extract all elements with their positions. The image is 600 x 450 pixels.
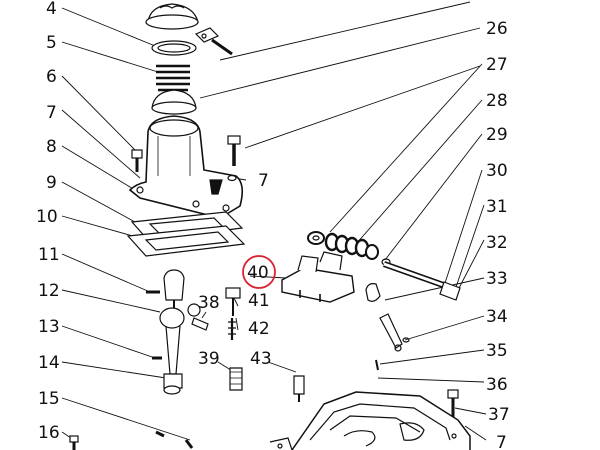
callout-39: 39 [198, 349, 220, 369]
gearbox-casing [269, 391, 471, 450]
callout-16: 16 [38, 423, 60, 443]
callout-9: 9 [46, 173, 57, 193]
lever-housing [128, 115, 244, 219]
callout-7-top: 7 [46, 103, 57, 123]
callout-5: 5 [46, 33, 57, 53]
callout-38: 38 [198, 293, 220, 313]
callout-42: 42 [248, 319, 270, 339]
spring-42 [228, 318, 236, 340]
callout-31: 31 [486, 197, 508, 217]
callout-30: 30 [486, 161, 508, 181]
lever-end-14 [163, 373, 183, 395]
sleeve-39 [229, 367, 243, 391]
callout-41: 41 [248, 291, 270, 311]
callout-32: 32 [486, 233, 508, 253]
pin-33 [365, 283, 381, 302]
leader-lines [61, 1, 487, 441]
gasket-lower [126, 225, 246, 257]
callout-15: 15 [38, 389, 60, 409]
callout-12: 12 [38, 281, 60, 301]
callout-40: 40 [247, 263, 269, 283]
lever-top-12 [163, 269, 185, 312]
callout-35: 35 [486, 341, 508, 361]
callout-34: 34 [486, 307, 508, 327]
bolt-43 [293, 375, 305, 402]
callout-29: 29 [486, 125, 508, 145]
callout-10: 10 [36, 207, 58, 227]
callout-43: 43 [250, 349, 272, 369]
shaft-31 [382, 261, 461, 301]
callout-37: 37 [488, 405, 510, 425]
callout-28: 28 [486, 91, 508, 111]
boot-assembly [145, 3, 199, 115]
callout-11: 11 [38, 245, 60, 265]
washer-7 [227, 174, 237, 182]
bolt-37 [447, 389, 459, 418]
callout-7-bottom: 7 [496, 433, 507, 450]
rod-15 [155, 430, 194, 449]
clip-part [194, 27, 233, 56]
pin-38 [191, 317, 209, 331]
callout-26: 26 [486, 19, 508, 39]
callout-33: 33 [486, 269, 508, 289]
callout-6: 6 [46, 67, 57, 87]
callout-14: 14 [38, 353, 60, 373]
screw-35 [375, 359, 379, 371]
callout-13: 13 [38, 317, 60, 337]
bolt-16 [69, 435, 79, 450]
bolt-left [131, 149, 143, 172]
selector-plate-40 [281, 251, 355, 303]
callout-7-mid: 7 [258, 171, 269, 191]
callout-27: 27 [486, 55, 508, 75]
bolt-right [227, 135, 241, 166]
highlight-circle-40 [242, 255, 276, 289]
lever-ball-12 [159, 303, 201, 375]
callout-labels: 4 5 6 7 8 9 10 11 12 13 14 15 16 26 27 2… [36, 0, 510, 450]
lever-34 [379, 313, 410, 352]
callout-36: 36 [486, 375, 508, 395]
callout-4: 4 [46, 0, 57, 19]
plug-41 [225, 287, 241, 316]
callout-8: 8 [46, 137, 57, 157]
